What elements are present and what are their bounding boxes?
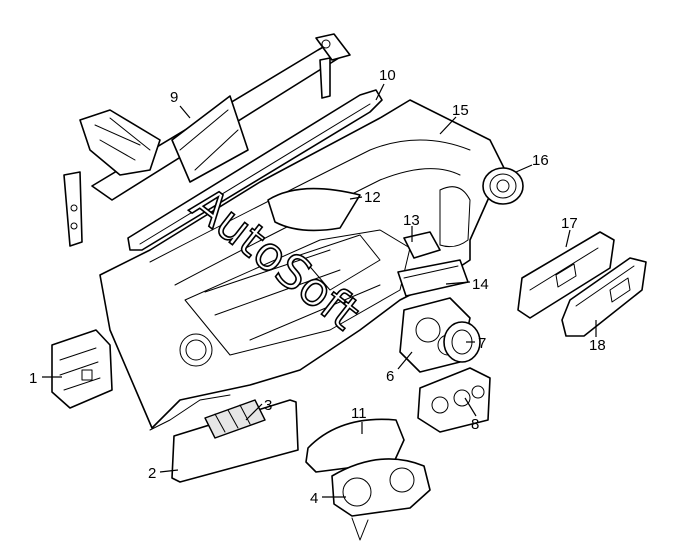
callout-12: 12 bbox=[364, 189, 381, 206]
part-4-instrument-cluster bbox=[331, 458, 431, 541]
part-8-control-panel bbox=[417, 367, 491, 433]
callout-15: 15 bbox=[452, 102, 469, 119]
callout-labels: 1 2 3 4 6 7 8 9 10 11 12 13 14 15 16 17 … bbox=[29, 67, 606, 507]
callout-8: 8 bbox=[471, 416, 479, 433]
callout-4: 4 bbox=[310, 490, 318, 507]
part-10-upper-trim bbox=[127, 89, 383, 251]
part-16-round-vent bbox=[482, 167, 524, 205]
part-18-glovebox bbox=[561, 257, 647, 337]
part-12-center-cover bbox=[267, 187, 361, 232]
callout-1: 1 bbox=[29, 370, 37, 387]
part-17-glovebox-lid bbox=[517, 231, 615, 319]
callout-11: 11 bbox=[351, 405, 367, 422]
callout-2: 2 bbox=[148, 465, 156, 482]
callout-7: 7 bbox=[478, 335, 486, 352]
part-9-cross-car-beam bbox=[63, 33, 351, 247]
part-2-lower-panel bbox=[171, 399, 299, 483]
leader-lines bbox=[42, 83, 597, 498]
callout-16: 16 bbox=[532, 152, 549, 169]
callout-14: 14 bbox=[472, 276, 489, 293]
callout-13: 13 bbox=[403, 212, 420, 229]
callout-3: 3 bbox=[264, 397, 272, 414]
callout-9: 9 bbox=[170, 89, 178, 106]
callout-17: 17 bbox=[561, 215, 578, 232]
callout-6: 6 bbox=[386, 368, 394, 385]
part-13-bracket bbox=[403, 231, 441, 259]
part-1-module bbox=[51, 329, 113, 409]
callout-10: 10 bbox=[379, 67, 396, 84]
part-7-vent-ring bbox=[443, 321, 481, 363]
part-3-lower-grille bbox=[204, 399, 266, 439]
callout-18: 18 bbox=[589, 337, 606, 354]
